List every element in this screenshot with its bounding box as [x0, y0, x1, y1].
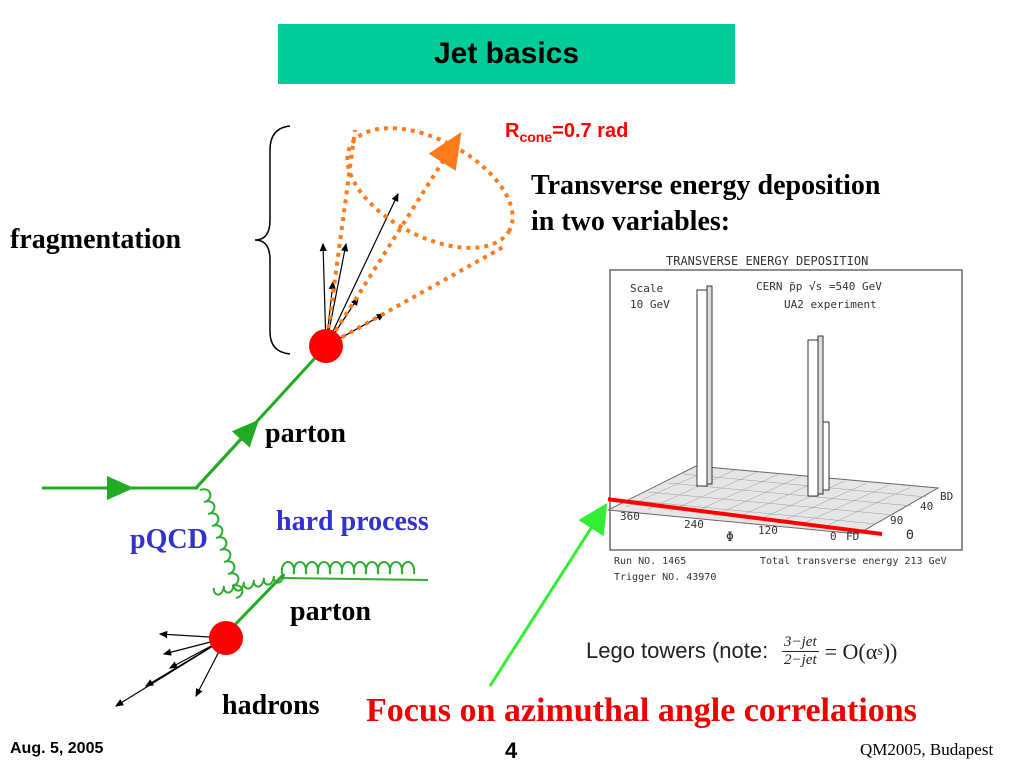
fragmentation-brace	[254, 125, 291, 355]
lego-total-et: Total transverse energy 213 GeV	[760, 556, 947, 567]
formula-rhs: = O(α	[824, 638, 878, 664]
bottom-hadrons	[114, 630, 227, 707]
focus-statement: Focus on azimuthal angle correlations	[366, 692, 917, 729]
parton-arrow-top	[194, 419, 260, 490]
cone-radius-label: Rcone=0.7 rad	[505, 120, 629, 145]
lego-trigger: Trigger NO. 43970	[614, 572, 717, 583]
focus-pointer-arrow	[488, 502, 608, 687]
theta-tick-bd: BD	[940, 490, 954, 503]
footer-conference: QM2005, Budapest	[860, 740, 994, 759]
lego-caption: Lego towers (note:	[586, 638, 769, 663]
hard-process-label: hard process	[276, 506, 429, 537]
gluon-horizontal-base	[281, 577, 429, 581]
jet-cone	[324, 126, 515, 348]
theta-tick-40: 40	[920, 500, 934, 513]
title-banner: Jet basics	[278, 24, 735, 84]
formula-denominator: 2−jet	[784, 652, 817, 668]
transverse-energy-heading: Transverse energy deposition in two vari…	[531, 170, 881, 237]
phi-axis-label: Φ	[726, 530, 734, 545]
lego-experiment-line1: CERN p̄p √s =540 GeV	[756, 280, 882, 293]
lego-plot: TRANSVERSE ENERGY DEPOSITION Scale 10 Ge…	[597, 252, 970, 592]
fragmentation-label: fragmentation	[10, 224, 182, 255]
theta-axis-label: Θ	[906, 528, 914, 543]
theta-tick-fd: FD	[846, 530, 860, 543]
gluon-horizontal	[280, 561, 416, 575]
lego-title: TRANSVERSE ENERGY DEPOSITION	[666, 254, 869, 268]
phi-tick-120: 120	[758, 524, 778, 537]
formula-numerator: 3−jet	[782, 634, 819, 652]
slide-title: Jet basics	[433, 37, 580, 70]
pqcd-label: pQCD	[130, 524, 208, 555]
theta-tick-90: 90	[890, 514, 904, 527]
phi-tick-360: 360	[620, 510, 640, 523]
formula-rhs-subscript: s	[877, 643, 883, 659]
hadrons-label: hadrons	[222, 690, 320, 721]
parton-label-bottom: parton	[290, 596, 371, 627]
footer-date: Aug. 5, 2005	[10, 740, 104, 757]
gluon-diagonal	[199, 488, 244, 599]
lego-experiment-line2: UA2 experiment	[784, 298, 877, 311]
phi-tick-240: 240	[684, 518, 704, 531]
lego-scale-label: Scale	[630, 282, 664, 295]
footer-page-number: 4	[505, 738, 518, 763]
formula-close: ))	[882, 638, 898, 664]
parton-line-bottom	[224, 572, 286, 636]
gluon-down	[212, 573, 285, 596]
lego-run: Run NO. 1465	[614, 556, 687, 567]
lego-scale-value: 10 GeV	[630, 298, 670, 311]
top-fragment-blob	[309, 329, 343, 363]
bottom-fragment-blob	[209, 621, 243, 655]
parton-label-top: parton	[265, 418, 346, 449]
phi-tick-0: 0	[830, 530, 837, 543]
